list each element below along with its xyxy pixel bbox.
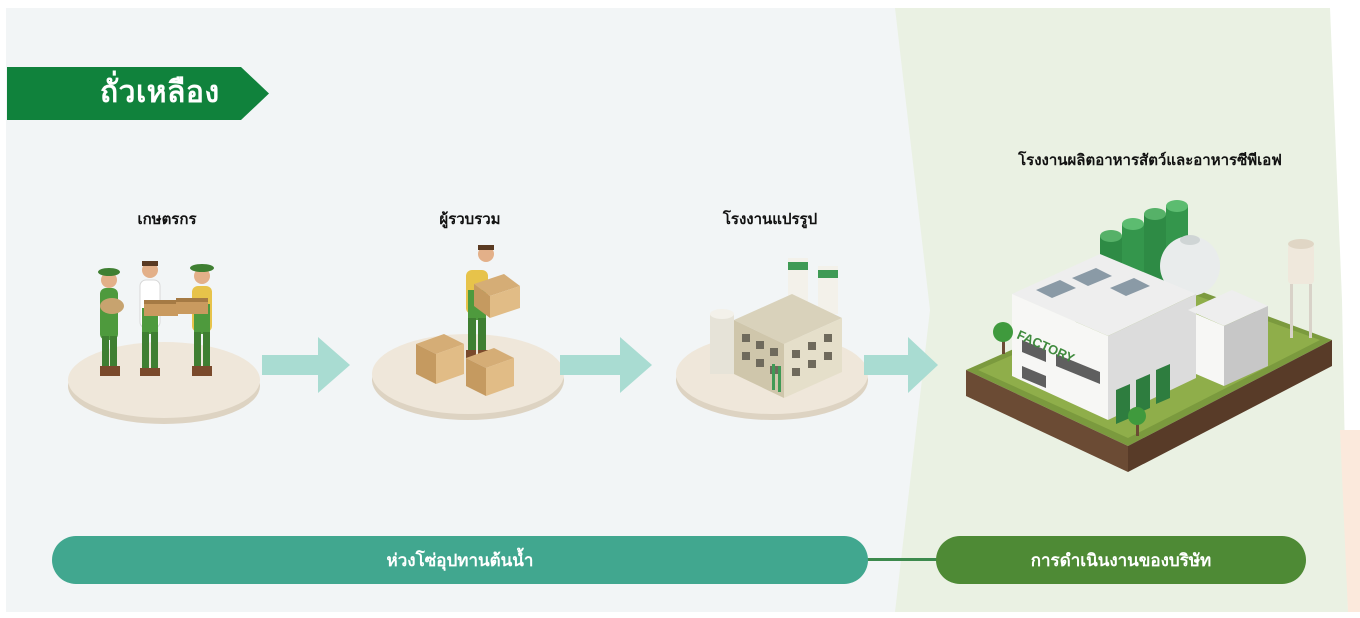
title-banner: [7, 67, 269, 120]
page-title: ถั่วเหลือง: [100, 75, 220, 110]
stage-label-collector: ผู้รวบรวม: [439, 210, 501, 228]
processing-plant-illustration: [676, 258, 868, 420]
flow-arrow-3: [864, 337, 938, 393]
phase-company-operations: การดำเนินงานของบริษัท: [936, 536, 1306, 584]
collector-illustration: [372, 245, 564, 420]
feed-factory-illustration: FACTORY: [966, 200, 1332, 472]
phase-upstream-supply-chain: ห่วงโซ่อุปทานต้นน้ำ: [52, 536, 868, 584]
farmer-illustration: [68, 261, 260, 424]
stage-label-processing-plant: โรงงานแปรรูป: [722, 210, 818, 228]
phase-connector-line: [866, 558, 938, 561]
flow-arrow-2: [560, 337, 652, 393]
stage-label-farmer: เกษตรกร: [137, 210, 197, 228]
flow-arrow-1: [262, 337, 350, 393]
stage-label-feed-factory: โรงงานผลิตอาหารสัตว์และอาหารซีพีเอฟ: [1018, 151, 1282, 169]
